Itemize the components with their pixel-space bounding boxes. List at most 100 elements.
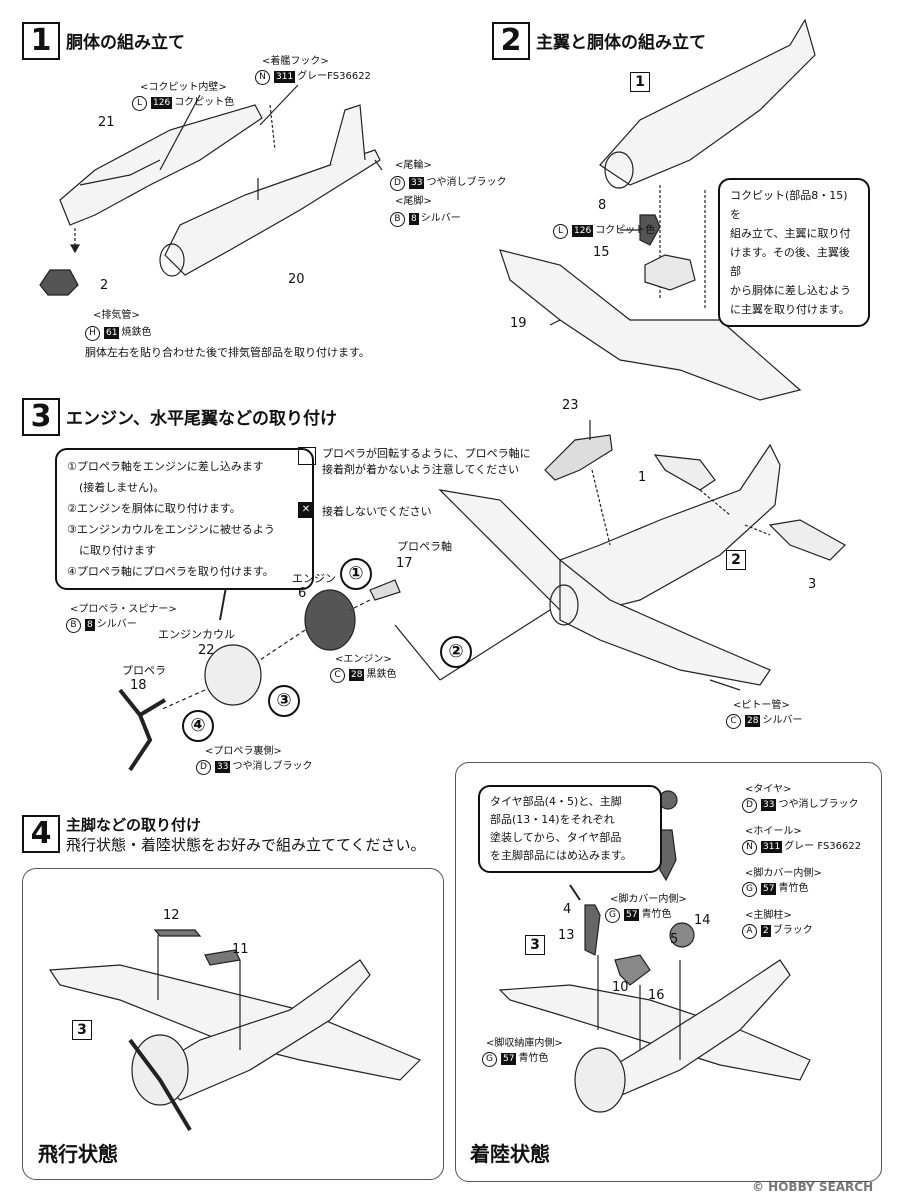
paint-letter: G bbox=[605, 908, 620, 923]
part-number: 5 bbox=[670, 932, 679, 947]
part-number: 22 bbox=[198, 643, 215, 658]
step-ref-box: 3 bbox=[72, 1020, 92, 1040]
note-line: に主翼を取り付けます。 bbox=[730, 303, 850, 316]
paint-code: 57 bbox=[624, 909, 640, 921]
paint-color: 青竹色 bbox=[641, 909, 672, 920]
hook-title: <着艦フック> bbox=[262, 56, 329, 67]
tailleg-title: <尾脚> bbox=[395, 196, 432, 207]
paint-code: 311 bbox=[274, 71, 296, 83]
paint-letter: N bbox=[742, 840, 757, 855]
part-number: 1 bbox=[638, 470, 647, 485]
step-circle-4: ④ bbox=[182, 710, 214, 742]
step-circle-3: ③ bbox=[268, 685, 300, 717]
note-line: (接着しません)。 bbox=[79, 481, 165, 494]
paint-letter: L bbox=[132, 96, 147, 111]
step-1-note: 胴体左右を貼り合わせた後で排気管部品を取り付けます。 bbox=[85, 346, 370, 359]
cowl-label: エンジンカウル bbox=[158, 628, 235, 641]
part-number: 2 bbox=[100, 278, 109, 293]
paint-code: 33 bbox=[215, 761, 231, 773]
step-ref-box: 2 bbox=[726, 550, 746, 570]
prop-back-title: <プロペラ裏側> bbox=[205, 746, 282, 757]
caution-line: プロペラが回転するように、プロペラ軸に bbox=[322, 447, 531, 460]
part-number: 3 bbox=[808, 577, 817, 592]
landing-label: 着陸状態 bbox=[470, 1142, 550, 1166]
part-number: 14 bbox=[694, 913, 711, 928]
note-line: ④プロペラ軸にプロペラを取り付けます。 bbox=[67, 565, 274, 578]
note-line: を主脚部品にはめ込みます。 bbox=[490, 849, 632, 862]
part-number: 11 bbox=[232, 942, 249, 957]
part-number: 21 bbox=[98, 115, 115, 130]
step-1-title: 胴体の組み立て bbox=[66, 33, 185, 53]
step-2-number: 2 bbox=[492, 22, 530, 60]
note-line: ③エンジンカウルをエンジンに被せるよう bbox=[67, 523, 275, 536]
landing-note: タイヤ部品(4・5)と、主脚 部品(13・14)をそれぞれ 塗装してから、タイヤ… bbox=[478, 785, 662, 873]
paint-color: つや消しブラック bbox=[778, 799, 859, 810]
cover-inner-2-title: <脚カバー内側> bbox=[610, 894, 687, 905]
paint-color: 青竹色 bbox=[778, 883, 809, 894]
watermark: © HOBBY SEARCH bbox=[752, 1180, 874, 1194]
engine-label: エンジン bbox=[292, 572, 336, 585]
part-number: 4 bbox=[563, 902, 572, 917]
caution-line: 接着剤が着かないよう注意してください bbox=[322, 463, 520, 476]
paint-letter: C bbox=[330, 668, 345, 683]
fuselage-assembled bbox=[164, 149, 381, 276]
caution-icon bbox=[298, 447, 316, 465]
paint-letter: L bbox=[553, 224, 568, 239]
part-number: 12 bbox=[163, 908, 180, 923]
strut-title: <主脚柱> bbox=[745, 910, 792, 921]
paint-code: 28 bbox=[349, 669, 365, 681]
paint-letter: G bbox=[742, 882, 757, 897]
paint-code: 33 bbox=[761, 799, 777, 811]
part-number: 19 bbox=[510, 316, 527, 331]
step-circle-1: ① bbox=[340, 558, 372, 590]
part-number: 23 bbox=[562, 398, 579, 413]
paint-code: 61 bbox=[104, 327, 120, 339]
part-number: 16 bbox=[648, 988, 665, 1003]
paint-code: 311 bbox=[761, 841, 783, 853]
paint-code: 28 bbox=[745, 715, 761, 727]
part-number: 6 bbox=[298, 586, 307, 601]
part-number: 20 bbox=[288, 272, 305, 287]
paint-code: 126 bbox=[572, 225, 594, 237]
note-line: コクピット(部品8・15)を bbox=[730, 189, 848, 221]
flight-label: 飛行状態 bbox=[38, 1142, 118, 1166]
part-number: 17 bbox=[396, 556, 413, 571]
note-line: ①プロペラ軸をエンジンに差し込みます bbox=[67, 460, 264, 473]
note-line: に取り付けます bbox=[79, 544, 156, 557]
paint-color: シルバー bbox=[96, 619, 137, 630]
step-4-subtitle: 飛行状態・着陸状態をお好みで組み立ててください。 bbox=[66, 836, 426, 854]
note-line: 組み立て、主翼に取り付 bbox=[730, 227, 851, 240]
part-number: 15 bbox=[593, 245, 610, 260]
note-line: けます。その後、主翼後部 bbox=[730, 246, 850, 278]
paint-letter: C bbox=[726, 714, 741, 729]
cockpit-wall-title: <コクピット内壁> bbox=[140, 82, 227, 93]
paint-letter: G bbox=[482, 1052, 497, 1067]
paint-color: つや消しブラック bbox=[232, 761, 313, 772]
paint-color: シルバー bbox=[420, 213, 461, 224]
paint-code: 2 bbox=[761, 925, 771, 937]
wheel-title: <ホイール> bbox=[745, 826, 802, 837]
paint-color: 青竹色 bbox=[518, 1053, 549, 1064]
paint-letter: D bbox=[196, 760, 211, 775]
exhaust-title: <排気管> bbox=[93, 310, 140, 321]
paint-code: 126 bbox=[151, 97, 173, 109]
paint-code: 33 bbox=[409, 177, 425, 189]
no-glue-icon: ✕ bbox=[298, 502, 314, 518]
fuselage-left-half bbox=[59, 104, 263, 226]
flight-panel bbox=[22, 868, 444, 1180]
paint-color: 黒鉄色 bbox=[366, 669, 397, 680]
part-number: 8 bbox=[598, 198, 607, 213]
step-2-note: コクピット(部品8・15)を 組み立て、主翼に取り付 けます。その後、主翼後部 … bbox=[718, 178, 870, 327]
step-3-title: エンジン、水平尾翼などの取り付け bbox=[66, 409, 337, 429]
paint-letter: D bbox=[742, 798, 757, 813]
step-4-number: 4 bbox=[22, 815, 60, 853]
